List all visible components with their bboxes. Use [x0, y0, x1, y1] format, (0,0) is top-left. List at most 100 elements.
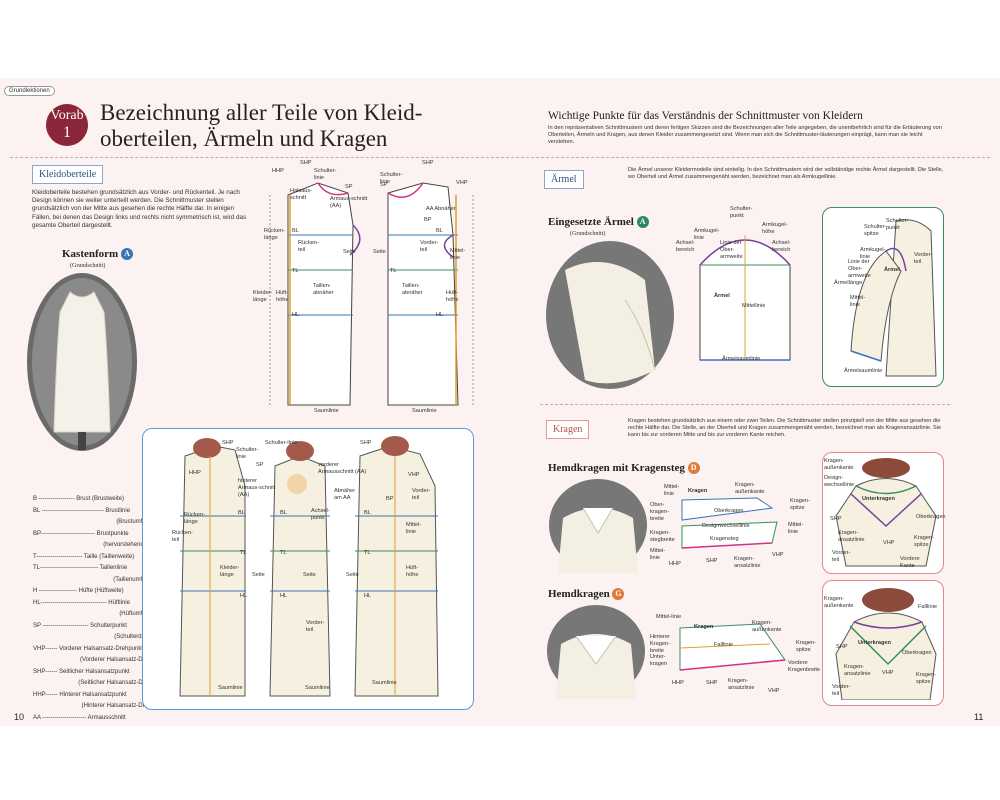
lbl-mittellinie-k3: Mittel-linie [656, 614, 682, 620]
lbl-hhp-k3: HHP [672, 680, 684, 686]
collar-sketch-2 [835, 588, 937, 700]
badge-label: Vorab [50, 108, 84, 123]
lbl-kragenspitze-3: Kragen-spitze [796, 640, 816, 654]
lbl-vorderteil-b3: Vorder-teil [412, 488, 431, 502]
legend-item: BP--------------------------- Brustpunkt… [33, 530, 129, 537]
eingesetzte-aermel-label: Eingesetzte Ärmel [548, 216, 634, 228]
lbl-schulterspitze: Schulter-spitze [864, 224, 887, 238]
lbl-kragenspitze-2: Kragen-spitze [914, 535, 934, 549]
lbl-vordere-kragenbreite: Vordere Kragenbreite [788, 660, 821, 674]
kastenform-label: Kastenform [62, 248, 119, 260]
lbl-sp-top: SP [345, 184, 353, 190]
lbl-seite-b3: Seite [346, 572, 359, 578]
legend-item: VHP------ Vorderer Halsansatz-Drehpunkt [33, 645, 144, 652]
legend-item: (Hinterer Halsansatz-Drehpunkt) [81, 703, 168, 709]
kastenform-heading: Kastenform A [62, 248, 133, 261]
letter-a-badge-aermel: A [636, 216, 649, 229]
lbl-shp-top2: SHP [422, 160, 434, 166]
lbl-mittellinie-k1b: Mittel-linie [788, 522, 804, 536]
lbl-taillenabnaeher-top2: Taillen-abnäher [402, 283, 423, 297]
lbl-tl-b3: TL [364, 550, 371, 556]
lbl-hueft-b3: Hüft-höhe [406, 565, 419, 579]
vorab-badge: Vorab 1 [46, 104, 88, 146]
lbl-shp-b3: SHP [360, 440, 372, 446]
lbl-schulterpunkt-2: Schulter-punkt [886, 218, 909, 232]
right-intro: In den repräsentativen Schnittmustern un… [548, 125, 942, 146]
lbl-sp-b1: SP [256, 462, 264, 468]
lbl-kragen-1: Kragen [688, 488, 708, 494]
lbl-kragensteg: Kragensteg [710, 536, 739, 542]
header-divider [10, 157, 990, 158]
lbl-schulterlinie-b1: Schulter-linie [236, 447, 259, 461]
lbl-kragenaussenkante-3: Kragen-außenkante [752, 620, 782, 634]
lbl-kragenansatzlinie-2: Kragen-ansatzlinie [838, 530, 865, 544]
lbl-unterkragen-1: Unterkragen [862, 496, 895, 502]
lbl-vorderteil-top: Vorder-teil [420, 240, 439, 254]
lbl-armkugellinie: Armkugel-linie [694, 228, 720, 242]
lbl-seite-b1: Seite [252, 572, 265, 578]
lbl-seite-b2: Seite [303, 572, 316, 578]
lbl-aermellaenge: Ärmellänge [834, 280, 863, 286]
legend-item: TL----------------------------- Taillenl… [33, 565, 128, 571]
lbl-hl-top: HL [292, 312, 300, 318]
legend-item: HL--------------------------------- Hüft… [33, 599, 130, 606]
sleeve-sketch [850, 219, 937, 377]
sleeve-photo [546, 241, 674, 389]
lbl-bl-top2: BL [436, 228, 443, 234]
sleeve-pattern [699, 235, 791, 361]
legend-item: (hervorstehender Punkt) [103, 542, 168, 548]
lbl-schulterlinie-b2: Schulter-linie [265, 440, 298, 446]
legend-item: SP ----------------------- Schulterpunkt [33, 622, 127, 629]
lbl-bl-b1: BL [238, 510, 245, 516]
lbl-kragenansatzlinie-4: Kragen-ansatzlinie [844, 664, 871, 678]
lbl-vorderteil-k4: Vorder-teil [832, 684, 851, 698]
legend-item: T----------------------- Taille (Taillen… [33, 553, 135, 560]
title-line-1: Bezeichnung aller Teile von Kleid- [100, 100, 423, 125]
lbl-aermel: Ärmel [714, 293, 730, 299]
lbl-mittellinie-b3: Mittel-linie [406, 522, 422, 536]
lbl-armkugelhoehe: Armkugel-höhe [762, 222, 788, 236]
letter-a-badge: A [120, 248, 133, 261]
lbl-armkugellinie-2: Armkugel-linie [860, 247, 886, 261]
lbl-kragen-3: Kragen [694, 624, 714, 630]
lbl-mittellinie-aermel-2: Mittel-linie [850, 295, 866, 309]
lbl-kragenstegbreite: Kragen-stegbreite [650, 530, 675, 544]
lbl-vhp-k1: VHP [772, 552, 784, 558]
lbl-vhp-top: VHP [456, 180, 468, 186]
lbl-saumlinie-top2: Saumlinie [412, 408, 437, 414]
lbl-saumlinie-b2: Saumlinie [305, 685, 330, 691]
lbl-oberkragen-2: Oberkragen [916, 514, 946, 520]
lbl-hl-top2: HL [436, 312, 444, 318]
lbl-kleiderlaenge-b1: Kleider-länge [220, 565, 240, 579]
lbl-hhp-k1: HHP [669, 561, 681, 567]
eingesetzte-aermel-heading: Eingesetzte Ärmel A [548, 216, 649, 229]
lbl-kragenspitze-1: Kragen-spitze [790, 498, 810, 512]
lbl-seite-2: Seite [373, 249, 386, 255]
lbl-hhp-b1: HHP [189, 470, 201, 476]
lbl-kragenansatzlinie-1: Kragen-ansatzlinie [734, 556, 761, 570]
legend-item: AA ---------------------- Armausschnitt [33, 714, 126, 721]
lbl-mittellinie-top: Mittel-linie [450, 248, 466, 262]
right-title: Wichtige Punkte für das Verständnis der … [548, 110, 863, 122]
kragen-intro: Kragen bestehen grundsätzlich aus einem … [628, 418, 942, 439]
lbl-aermelsaumlinie-2: Ärmelsaumlinie [844, 368, 883, 374]
lbl-vhp-k2: VHP [883, 540, 895, 546]
page-number-left: 10 [14, 712, 25, 722]
lbl-aermel-2: Ärmel [884, 267, 900, 273]
lbl-kleiderlaenge: Kleider-länge [253, 290, 273, 304]
legend-item: HHP------ Hinterer Halsansatzpunkt [33, 691, 127, 698]
lbl-vorderteil-k2: Vorder-teil [832, 550, 851, 564]
lbl-linie-oberarmweite-2: Linie der Ober-armweite [848, 259, 871, 280]
lbl-linie-oberarmweite: Linie der Ober-armweite [720, 240, 743, 261]
lbl-designwechsellinie: Designwechsellinie [702, 523, 750, 529]
lbl-vhp-b3: VHP [408, 472, 420, 478]
lbl-bl-b2: BL [280, 510, 287, 516]
lbl-seite-1: Seite [343, 249, 356, 255]
lbl-bl-b3: BL [364, 510, 371, 516]
hemdkragen-label: Hemdkragen [548, 588, 610, 600]
bodice-pattern-top [269, 182, 474, 406]
lbl-mittellinie-aermel: Mittellinie [742, 303, 766, 309]
lbl-tl-top2: TL [390, 268, 397, 274]
lbl-kragenaussenkante-2: Kragen-außenkante [824, 458, 854, 472]
lbl-tl-b2: TL [280, 550, 287, 556]
